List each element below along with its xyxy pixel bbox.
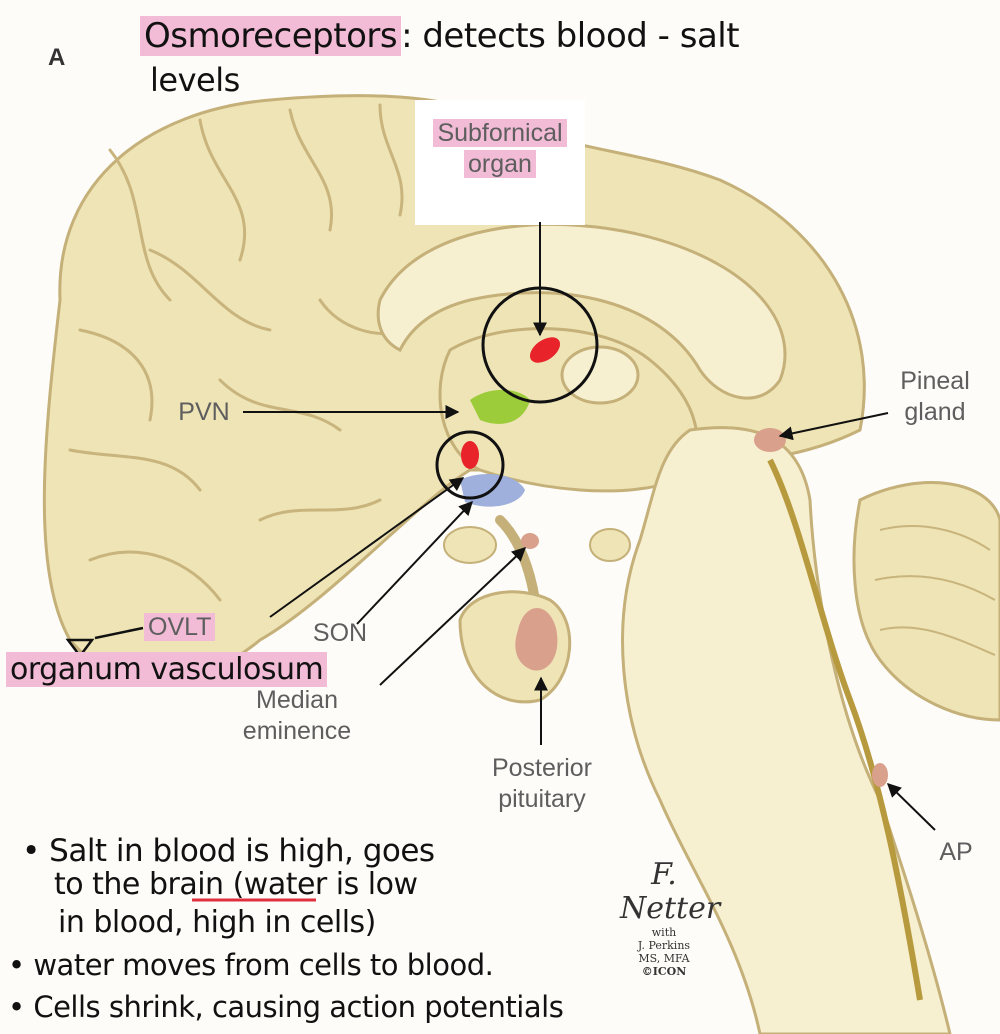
subfornical-line2: organ [464, 150, 536, 178]
ovlt-full-name-text: organum vasculosum [6, 652, 328, 687]
bullet-dot-icon: • [8, 990, 34, 1024]
ovlt-circle [435, 430, 505, 500]
pvn-region [470, 389, 530, 424]
heading-line1: Osmoreceptors: detects blood - salt [140, 14, 740, 58]
note-bullet-1-line2: to the brain (water is low [54, 866, 418, 904]
cerebellum [852, 481, 1000, 722]
cortex-sulci [68, 103, 412, 602]
signature-publisher: ©ICON [641, 965, 687, 978]
signature-credentials: MS, MFA [638, 952, 690, 965]
signature-name: F. Netter [620, 857, 721, 926]
area-postrema-label: AP [939, 838, 973, 866]
median-eminence-mark [521, 533, 539, 549]
note1-underlined-word: brain [148, 867, 224, 902]
ovlt-label-text: OVLT [144, 613, 216, 641]
son-label: SON [312, 619, 368, 647]
ovlt-mark [461, 441, 479, 469]
posterior-pituitary-mark [515, 607, 558, 671]
posterior-pituitary-line2: pituitary [498, 785, 586, 813]
posterior-pituitary-line1: Posterior [491, 754, 593, 782]
ovlt-label: OVLT [144, 612, 216, 643]
leader-lines [243, 222, 936, 831]
cerebellum-folia [874, 525, 996, 656]
signature-coauthor: J. Perkins [637, 939, 691, 952]
pituitary-stalk [495, 515, 540, 605]
area-postrema-mark [872, 763, 888, 787]
subfornical-line1: Subfornical [433, 119, 567, 147]
ovlt-full-name: organum vasculosum [6, 650, 328, 690]
pineal-gland-label: Pineal gland [880, 366, 990, 428]
heading-rest: : detects blood - salt [401, 16, 740, 56]
median-eminence-line1: Median [256, 686, 338, 714]
interthalamic-adhesion [560, 345, 640, 405]
note-bullet-3: • Cells shrink, causing action potential… [8, 988, 564, 1026]
ovlt-handdrawn-pointer [65, 626, 144, 659]
pineal-line2: gland [904, 398, 966, 426]
posterior-pituitary-label: Posterior pituitary [462, 753, 622, 815]
note1-line2-after: (water is low [223, 867, 418, 902]
mammillary-body [589, 528, 631, 562]
heading-line2: levels [150, 61, 240, 99]
note2-text: water moves from cells to blood. [33, 948, 494, 982]
optic-chiasm [443, 526, 497, 564]
subfornical-organ-mark [529, 337, 561, 363]
pvn-label: PVN [178, 398, 230, 426]
signature-with: with [651, 926, 677, 939]
pineal-line1: Pineal [900, 367, 970, 395]
bullet-dot-icon: • [8, 948, 34, 982]
artist-signature: F. Netter with J. Perkins MS, MFA ©ICON [620, 857, 721, 979]
panel-letter: A [48, 44, 66, 71]
pineal-gland-mark [754, 428, 786, 452]
subfornical-organ-label: Subfornical organ [428, 118, 572, 180]
heading-term: Osmoreceptors [140, 16, 402, 56]
note-bullet-1-line1: • Salt in blood is high, goes [22, 832, 435, 870]
median-eminence-label: Median eminence [222, 685, 372, 747]
note1-line2-before: to the [54, 867, 149, 902]
note-bullet-2: • water moves from cells to blood. [8, 946, 494, 984]
corpus-callosum [376, 222, 787, 400]
median-eminence-line2: eminence [242, 717, 352, 745]
note3-text: Cells shrink, causing action potentials [33, 990, 564, 1024]
bullet-dot-icon: • [22, 833, 50, 869]
note-bullet-1-line3: in blood, high in cells) [58, 905, 376, 940]
note1-line1-text: Salt in blood is high, goes [49, 833, 435, 869]
